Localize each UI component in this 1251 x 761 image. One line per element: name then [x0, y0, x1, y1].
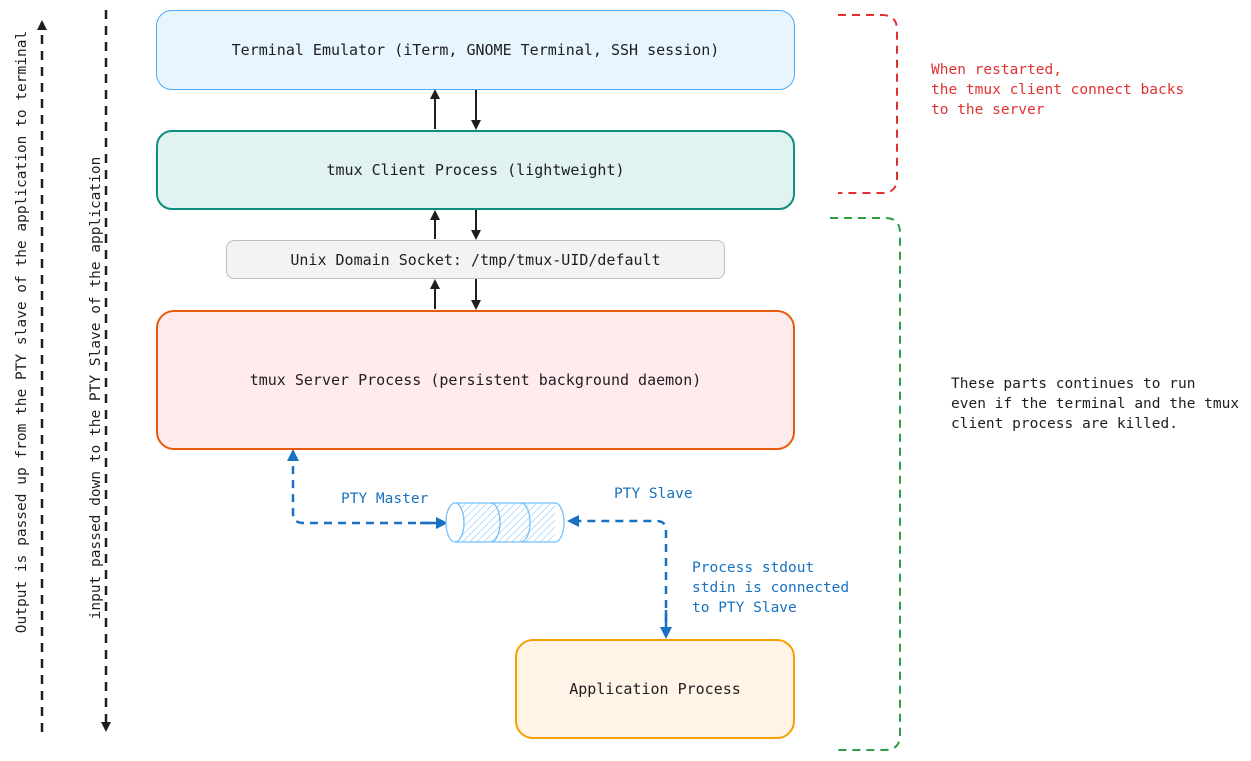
output-up-label: Output is passed up from the PTY slave o… — [14, 30, 30, 634]
pty-master-label: PTY Master — [341, 491, 429, 507]
application-process-box: Application Process — [515, 639, 795, 739]
process-stdio-label: Process stdout stdin is connected to PTY… — [692, 560, 850, 616]
pty-slave-label: PTY Slave — [614, 486, 693, 502]
persist-note: These parts continues to run even if the… — [951, 376, 1240, 432]
persist-bracket — [830, 217, 901, 751]
tmux-client-label: tmux Client Process (lightweight) — [326, 161, 625, 179]
application-process-label: Application Process — [569, 680, 741, 698]
terminal-client-arrows — [430, 89, 481, 130]
tmux-server-label: tmux Server Process (persistent backgrou… — [249, 371, 702, 389]
client-socket-arrows — [430, 210, 481, 240]
tmux-client-box: tmux Client Process (lightweight) — [156, 130, 795, 210]
socket-server-arrows — [430, 279, 481, 310]
restart-note: When restarted, the tmux client connect … — [931, 62, 1185, 118]
unix-socket-box: Unix Domain Socket: /tmp/tmux-UID/defaul… — [226, 240, 725, 279]
terminal-emulator-label: Terminal Emulator (iTerm, GNOME Terminal… — [231, 41, 720, 59]
restart-bracket — [838, 14, 898, 194]
tmux-server-box: tmux Server Process (persistent backgrou… — [156, 310, 795, 450]
terminal-emulator-box: Terminal Emulator (iTerm, GNOME Terminal… — [156, 10, 795, 90]
pty-slave-connector — [567, 515, 668, 636]
unix-socket-label: Unix Domain Socket: /tmp/tmux-UID/defaul… — [290, 250, 661, 269]
input-down-label: input passed down to the PTY Slave of th… — [88, 156, 104, 620]
pty-master-connector — [287, 449, 444, 525]
pty-pipe-icon — [445, 502, 565, 543]
